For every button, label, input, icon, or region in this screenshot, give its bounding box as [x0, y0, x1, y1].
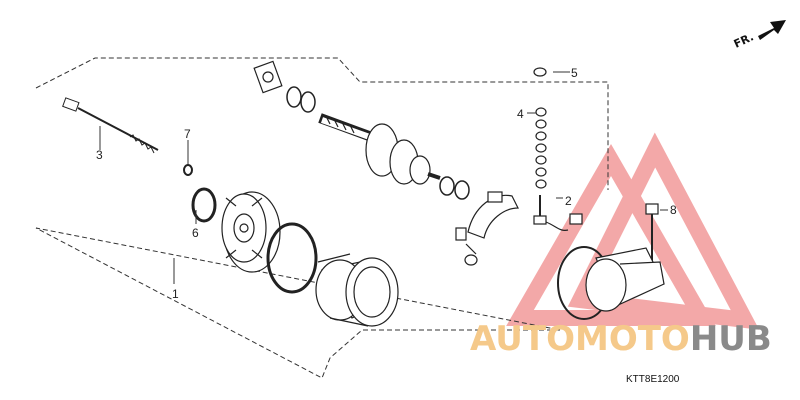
- leader-lines: [99, 71, 668, 284]
- watermark-part3: HUB: [690, 319, 772, 359]
- motor-case-part: [315, 253, 399, 327]
- watermark-text: AUTOMOTOHUB: [470, 319, 772, 359]
- callout-7: 7: [184, 127, 191, 141]
- arrow-icon: [758, 20, 786, 40]
- front-direction-indicator: FR.: [732, 20, 786, 51]
- front-plate-part: [253, 60, 283, 94]
- callout-4: 4: [517, 107, 524, 121]
- front-cover-part: [557, 246, 665, 320]
- diagram-code: KTT8E1200: [626, 374, 680, 385]
- washer-set-part: [286, 86, 470, 200]
- brush-holder-part: [455, 191, 519, 266]
- terminal-bolt-part: [533, 195, 583, 231]
- callout-6: 6: [192, 226, 199, 240]
- front-direction-label: FR.: [732, 30, 756, 50]
- svg-text:AUTOMOTOHUB: AUTOMOTOHUB: [470, 319, 772, 359]
- callout-5: 5: [571, 66, 578, 80]
- long-bolt-part: [62, 97, 159, 154]
- mounting-bolt-part: [645, 203, 659, 262]
- small-oring-part: [183, 164, 193, 176]
- assembly-outline: [35, 57, 609, 379]
- watermark-part2: MOTO: [575, 319, 690, 359]
- callout-3: 3: [96, 148, 103, 162]
- nut-washer-stack-part: [533, 67, 547, 189]
- rear-cover-part: [221, 191, 281, 273]
- watermark-part1: AUTO: [470, 319, 575, 359]
- watermark-logo: [506, 132, 760, 330]
- oring-part: [191, 187, 217, 223]
- callout-2: 2: [565, 194, 572, 208]
- gasket-ring-part: [266, 222, 318, 294]
- callout-1: 1: [172, 287, 179, 301]
- callout-8: 8: [670, 203, 677, 217]
- armature-part: [318, 113, 441, 185]
